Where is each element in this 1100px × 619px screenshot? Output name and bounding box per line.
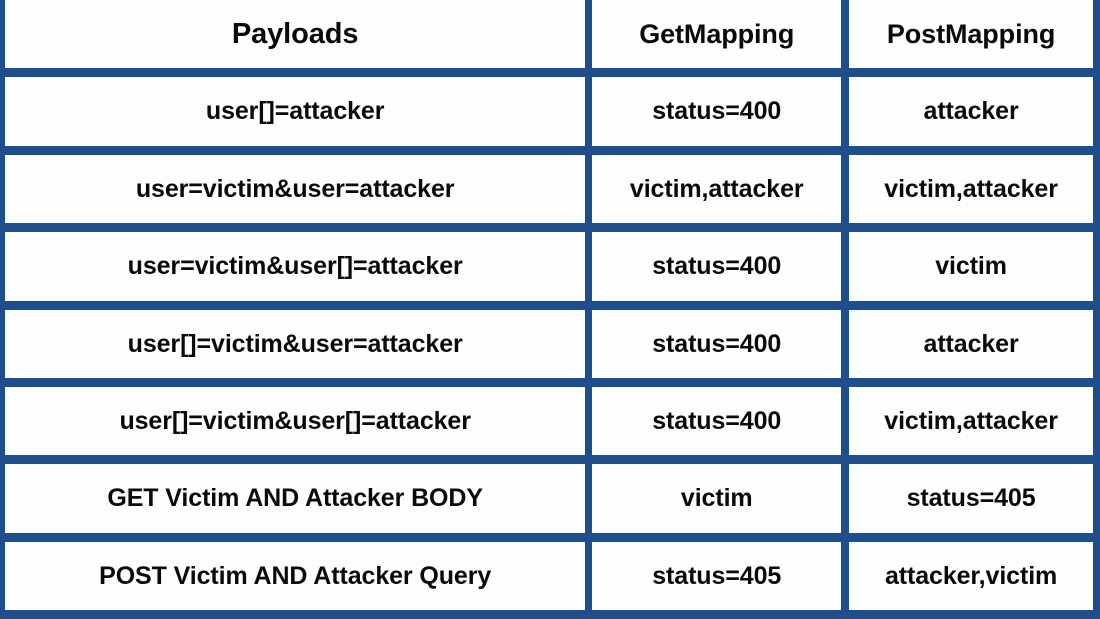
cell-getmapping: status=405: [592, 541, 842, 610]
column-header-postmapping: PostMapping: [849, 0, 1093, 69]
cell-payload: user[]=victim&user=attacker: [5, 309, 586, 378]
table-row: user[]=victim&user=attacker status=400 a…: [0, 309, 1100, 387]
cell-payload: POST Victim AND Attacker Query: [5, 541, 586, 610]
cell-getmapping: status=400: [592, 309, 842, 378]
table-row: GET Victim AND Attacker BODY victim stat…: [0, 464, 1100, 541]
table-header-row: Payloads GetMapping PostMapping: [0, 0, 1100, 77]
cell-postmapping: status=405: [849, 464, 1093, 533]
cell-getmapping: status=400: [592, 77, 842, 146]
table-row: user[]=victim&user[]=attacker status=400…: [0, 386, 1100, 464]
cell-postmapping: attacker: [849, 77, 1093, 146]
cell-postmapping: attacker,victim: [849, 541, 1093, 610]
table-row: user=victim&user=attacker victim,attacke…: [0, 154, 1100, 232]
cell-postmapping: victim: [849, 232, 1093, 301]
column-header-getmapping: GetMapping: [592, 0, 842, 69]
table-row: user=victim&user[]=attacker status=400 v…: [0, 232, 1100, 309]
cell-getmapping: status=400: [592, 232, 842, 301]
cell-getmapping: victim: [592, 464, 842, 533]
cell-payload: user=victim&user=attacker: [5, 154, 586, 224]
cell-payload: GET Victim AND Attacker BODY: [5, 464, 586, 533]
cell-postmapping: attacker: [849, 309, 1093, 378]
cell-payload: user=victim&user[]=attacker: [5, 232, 586, 301]
cell-getmapping: victim,attacker: [592, 154, 842, 224]
column-header-payloads: Payloads: [5, 0, 586, 69]
table-row: POST Victim AND Attacker Query status=40…: [0, 541, 1100, 619]
table-row: user[]=attacker status=400 attacker: [0, 77, 1100, 154]
cell-getmapping: status=400: [592, 386, 842, 456]
cell-postmapping: victim,attacker: [849, 154, 1093, 224]
cell-payload: user[]=attacker: [5, 77, 586, 146]
cell-postmapping: victim,attacker: [849, 386, 1093, 456]
cell-payload: user[]=victim&user[]=attacker: [5, 386, 586, 456]
